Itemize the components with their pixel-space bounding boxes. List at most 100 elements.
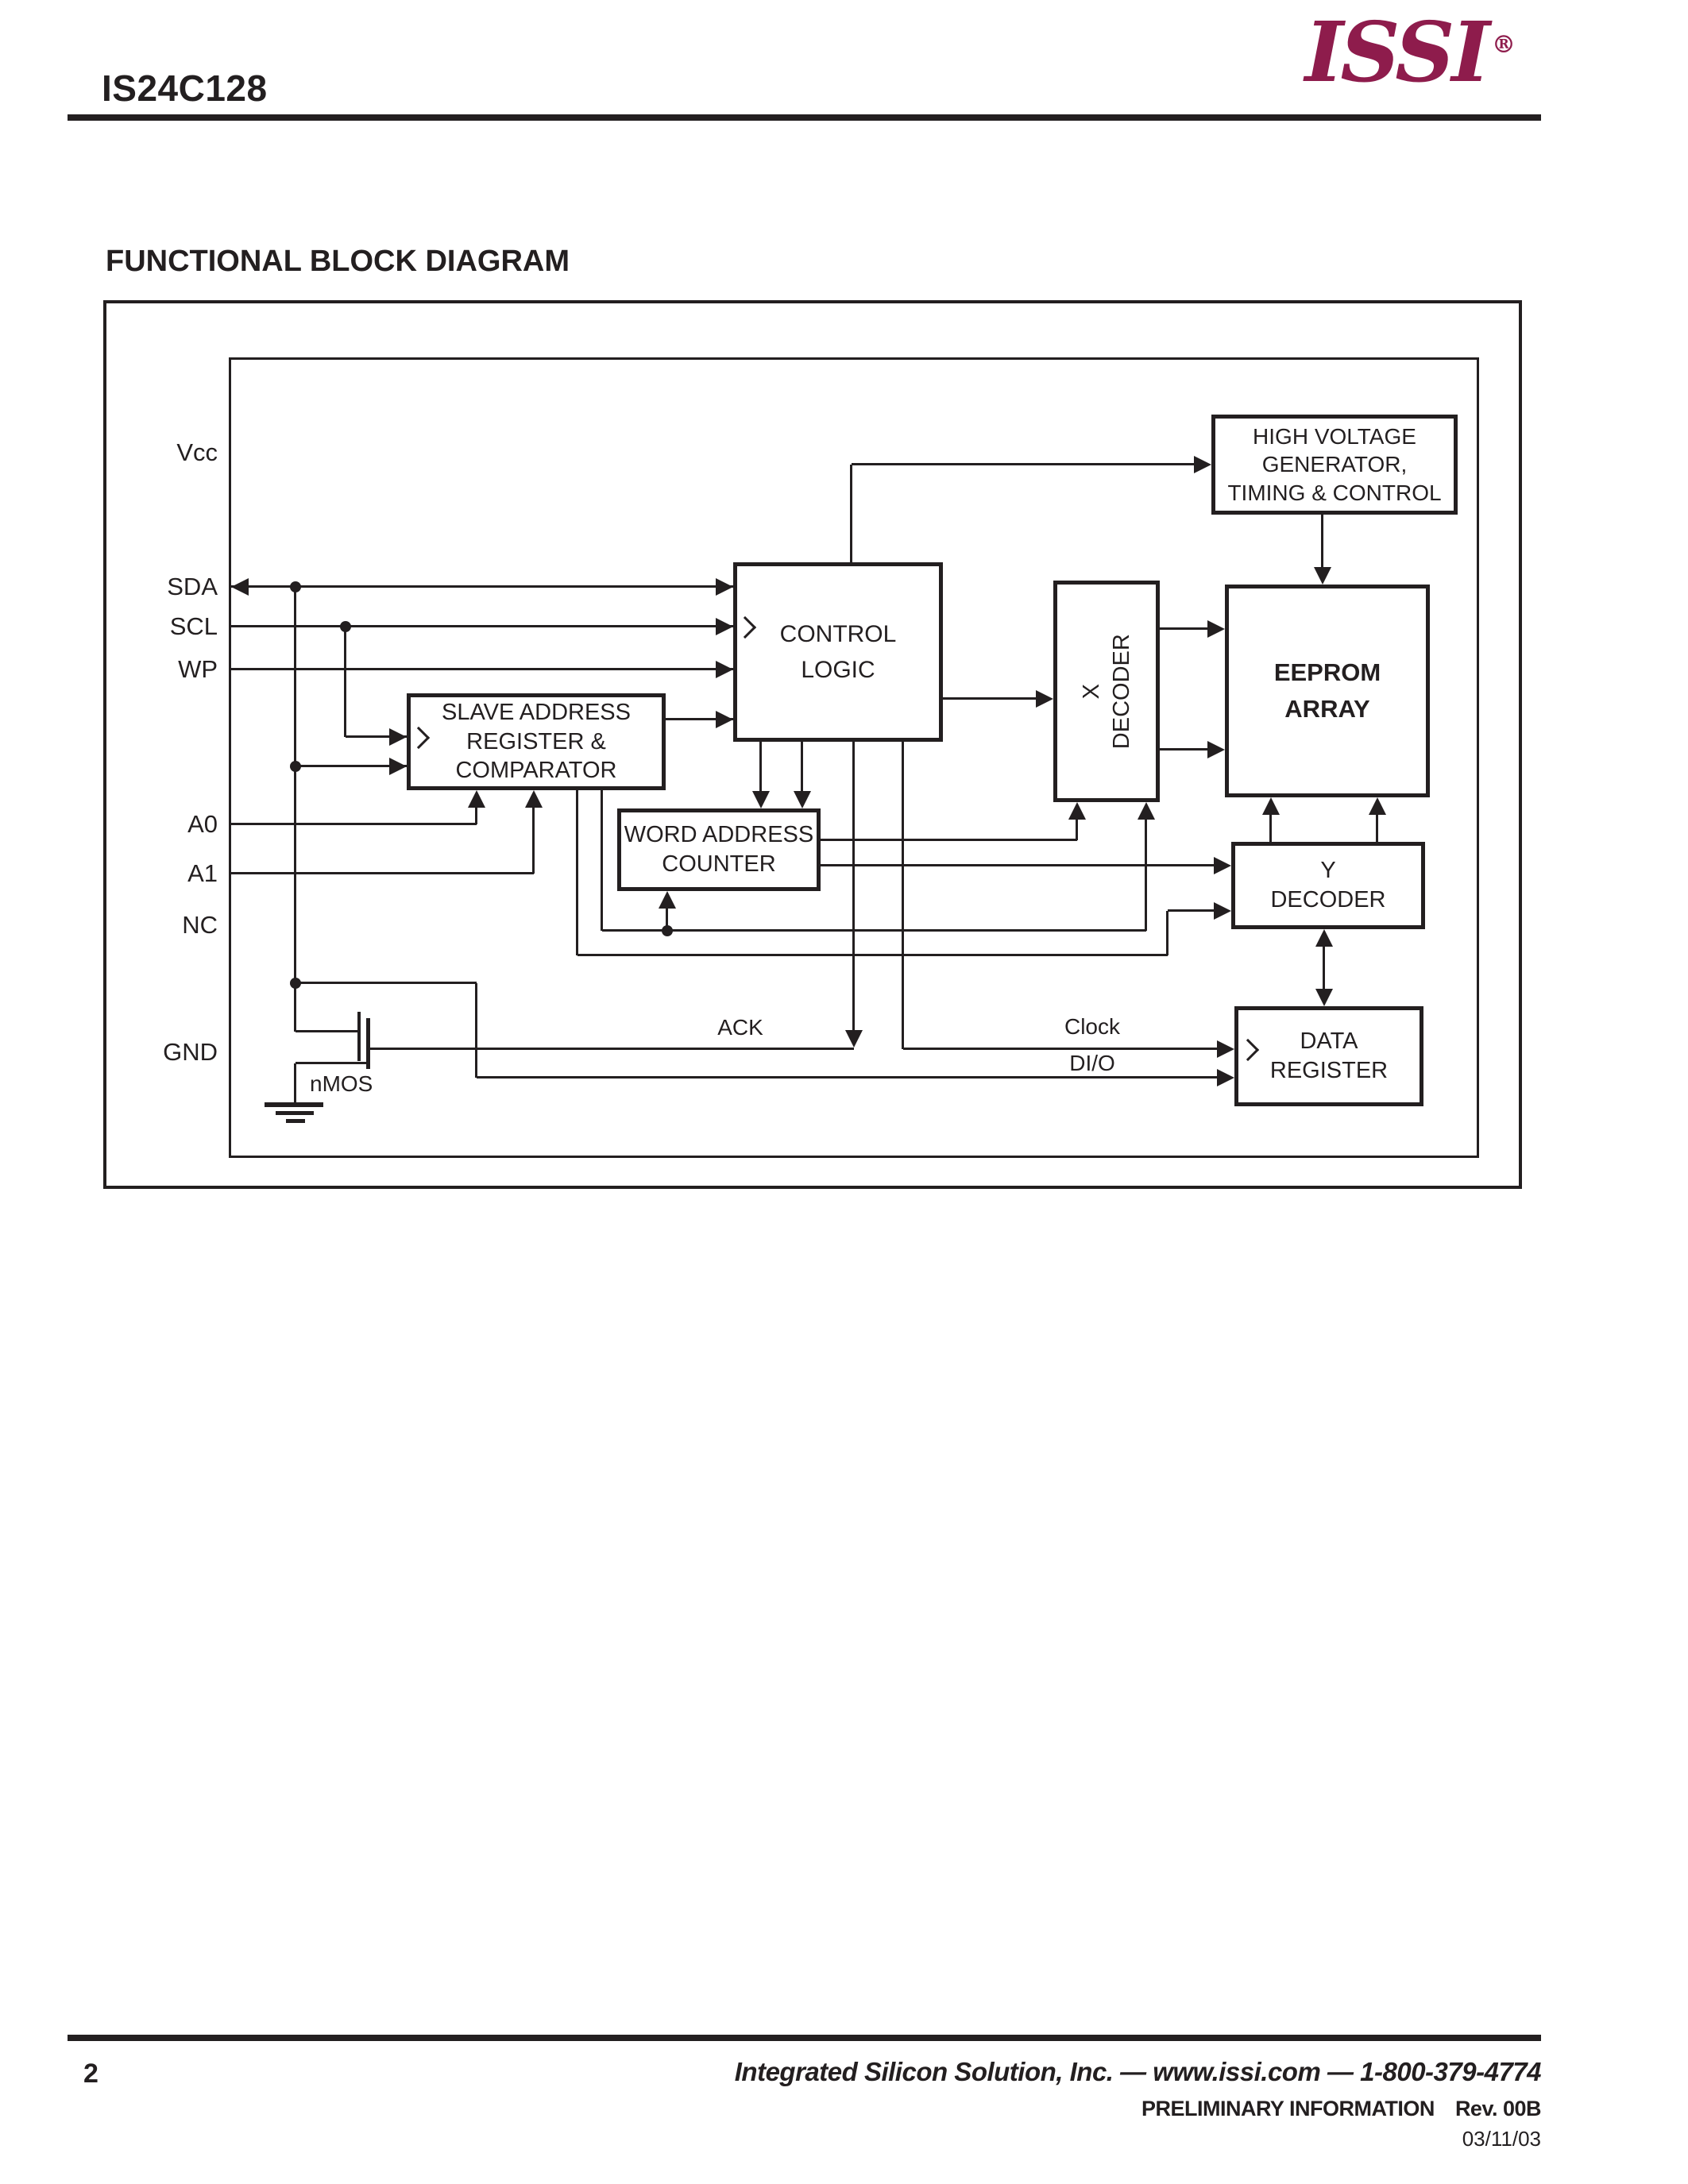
pin-label-nc: NC xyxy=(182,911,218,939)
arrowhead-sda-into-control xyxy=(716,578,733,596)
wire-a1 xyxy=(229,872,534,874)
arrowhead-xdecoder-into-eeprom-1 xyxy=(1207,620,1225,638)
wire-hv-to-eeprom-vertical xyxy=(1321,515,1323,570)
label-clock: Clock xyxy=(1064,1014,1120,1039)
arrowhead-into-xdecoder-bottom-1 xyxy=(1138,802,1155,820)
wire-ack xyxy=(368,1048,854,1050)
part-number: IS24C128 xyxy=(102,68,268,109)
block-line: ARRAY xyxy=(1284,695,1370,723)
wire-control-top-vertical xyxy=(850,465,852,562)
arrowhead-clock-into-dataregister xyxy=(1217,1040,1234,1058)
wire-xdecoder-to-eeprom-2 xyxy=(1160,748,1211,751)
junction-dot xyxy=(290,581,301,592)
issi-logo: ISSI® xyxy=(1305,11,1516,94)
arrowhead-into-xdecoder-bottom-2 xyxy=(1068,802,1086,820)
header-rule xyxy=(68,114,1541,121)
block-line: REGISTER xyxy=(1269,1058,1389,1083)
arrowhead-ydecoder-to-dataregister xyxy=(1315,989,1333,1006)
wire-clock-vertical xyxy=(902,742,904,1049)
arrowhead-control-into-wac-1 xyxy=(752,791,770,808)
block-line: Y xyxy=(1320,858,1336,884)
arrowhead-scl-into-slave xyxy=(389,728,407,746)
block-eeprom-array: EEPROM ARRAY xyxy=(1225,585,1430,797)
block-control-logic: CONTROL LOGIC xyxy=(733,562,943,742)
block-line: SLAVE ADDRESS xyxy=(441,700,631,726)
pin-label-scl: SCL xyxy=(169,612,218,640)
junction-dot xyxy=(290,761,301,772)
label-nmos: nMOS xyxy=(310,1071,373,1096)
wire-nmos-source xyxy=(295,1062,368,1064)
arrowhead-control-into-wac-2 xyxy=(794,791,811,808)
block-line: X xyxy=(1078,683,1104,700)
wire-ydecoder-input-jog xyxy=(1168,909,1217,912)
arrowhead-hv-into-eeprom xyxy=(1314,567,1331,585)
wire-slave-to-control xyxy=(666,718,733,720)
wire-wp xyxy=(229,668,733,670)
wire-control-to-wac-1 xyxy=(759,742,762,794)
arrowhead-ydecoder-into-eeprom-1 xyxy=(1262,797,1280,815)
issi-logo-text: ISSI xyxy=(1304,3,1490,101)
wire-a0-vertical xyxy=(475,804,477,824)
block-line: COUNTER xyxy=(662,851,776,877)
wire-scl-vertical xyxy=(344,627,346,737)
wire-xdecoder-to-eeprom-1 xyxy=(1160,627,1211,630)
arrowhead-scl-into-control xyxy=(716,618,733,635)
block-line: TIMING & CONTROL xyxy=(1227,480,1442,505)
footer-status: PRELIMINARY INFORMATION xyxy=(1141,2097,1435,2120)
footer-company-line: Integrated Silicon Solution, Inc. — www.… xyxy=(734,2057,1542,2086)
page-title: FUNCTIONAL BLOCK DIAGRAM xyxy=(106,245,570,278)
wire-ydecoder-jog-vertical xyxy=(1166,911,1168,955)
footer-date: 03/11/03 xyxy=(1462,2127,1541,2151)
arrowhead-ack-down xyxy=(845,1030,863,1048)
junction-dot xyxy=(340,621,351,632)
wire-slave-to-xdecoder xyxy=(602,929,1146,932)
arrowhead-dataregister-to-ydecoder xyxy=(1315,929,1333,947)
wire-dio-branch xyxy=(295,982,477,984)
block-line: EEPROM xyxy=(1273,658,1381,686)
wire-slave-out-vertical-1 xyxy=(576,790,578,955)
pin-label-gnd: GND xyxy=(163,1038,218,1066)
wire-slave-to-ydecoder xyxy=(577,954,1168,956)
arrowhead-into-ydecoder-2 xyxy=(1214,902,1231,920)
block-line: GENERATOR, xyxy=(1261,452,1408,477)
wire-wac-to-xdecoder-vertical xyxy=(1076,816,1078,840)
label-dio: DI/O xyxy=(1069,1051,1115,1075)
arrowhead-wp-into-control xyxy=(716,661,733,678)
wire-scl-to-slave xyxy=(346,735,407,738)
arrowhead-into-wac-bottom xyxy=(659,891,676,909)
wire-ydecoder-to-eeprom-1 xyxy=(1269,812,1272,842)
wire-ydecoder-to-eeprom-2 xyxy=(1376,812,1378,842)
wire-sda xyxy=(229,585,733,588)
wire-wac-to-xdecoder xyxy=(821,839,1077,841)
arrowhead-wac-into-ydecoder xyxy=(1214,857,1231,874)
wire-dio xyxy=(477,1076,1220,1078)
wire-control-to-xdecoder xyxy=(943,697,1039,700)
wire-source-to-ground xyxy=(294,1063,296,1104)
arrowhead-ydecoder-into-eeprom-2 xyxy=(1369,797,1386,815)
wire-control-to-hv xyxy=(852,463,1196,465)
wire-sda-to-slave xyxy=(295,765,407,767)
wire-ydecoder-to-dataregister xyxy=(1323,943,1325,992)
pin-label-a1: A1 xyxy=(187,859,218,887)
block-word-address-counter: WORD ADDRESS COUNTER xyxy=(617,808,821,891)
wire-xdecoder-bottom-vertical xyxy=(1145,816,1147,931)
wire-control-to-wac-2 xyxy=(801,742,803,794)
block-line: WORD ADDRESS xyxy=(624,822,814,848)
wire-ack-vertical xyxy=(852,742,855,1032)
pin-label-wp: WP xyxy=(178,655,218,683)
pin-label-sda: SDA xyxy=(167,573,218,600)
nmos-gate-bar xyxy=(357,1012,361,1061)
wire-slave-out-vertical-2 xyxy=(601,790,603,931)
junction-dot xyxy=(290,978,301,989)
label-ack: ACK xyxy=(717,1015,763,1040)
ground-icon xyxy=(276,1111,314,1115)
arrowhead-control-into-xdecoder xyxy=(1036,690,1053,708)
nmos-channel-bar xyxy=(366,1018,370,1069)
arrowhead-control-into-hv xyxy=(1194,456,1211,473)
wire-clock xyxy=(903,1048,1220,1050)
block-line: HIGH VOLTAGE xyxy=(1253,424,1416,450)
block-line: DECODER xyxy=(1270,887,1386,913)
x-decoder-rotated-text: X DECODER xyxy=(1076,634,1136,749)
